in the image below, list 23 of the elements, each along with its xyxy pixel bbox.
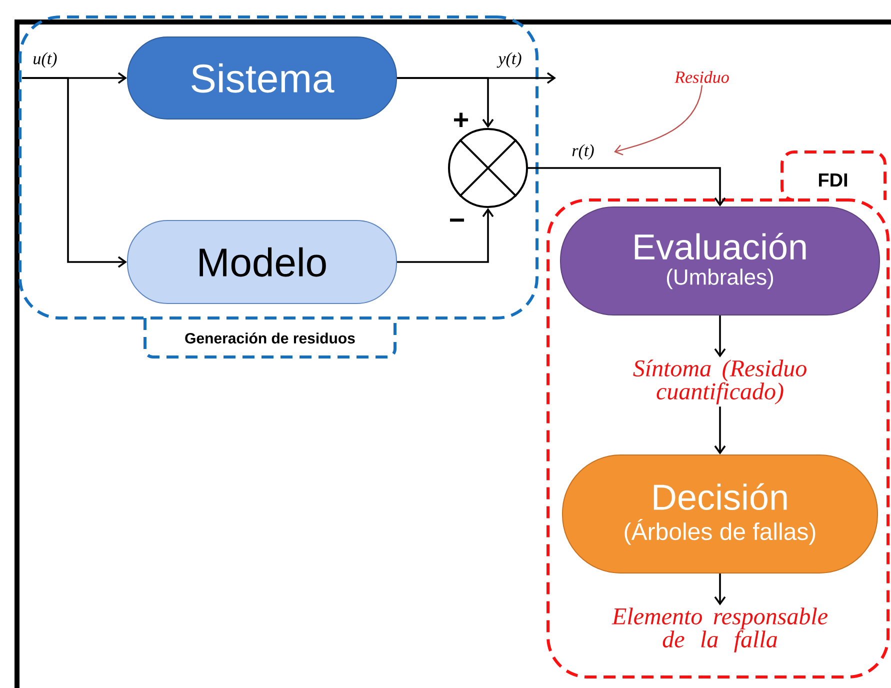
group-tab: FDI [780,150,886,202]
arrow [714,574,726,606]
process-box: Evaluación (Umbrales) [560,206,880,316]
arrow [714,316,726,358]
arrow [714,406,726,454]
output-text: Síntoma (Residuo cuantificado) [633,360,806,404]
process-box: Sistema [127,36,397,120]
sign-label: − [450,218,464,222]
arrow [397,77,494,128]
output-text: Elemento responsable de la falla [612,608,828,652]
signal-label: u(t) [32,51,58,69]
group-tab: Generación de residuos [144,318,396,358]
signal-label: y(t) [496,51,523,69]
summing-junction [448,128,528,208]
leader-arrow [614,85,703,156]
arrow [397,208,494,263]
arrow [22,77,127,268]
process-box: Decisión (Árboles de fallas) [562,454,878,574]
signal-label: r(t) [570,143,596,161]
annotation-text: Residuo [674,71,729,83]
sign-label: + [454,112,468,128]
process-box: Modelo [127,220,397,304]
arrow [528,167,726,206]
